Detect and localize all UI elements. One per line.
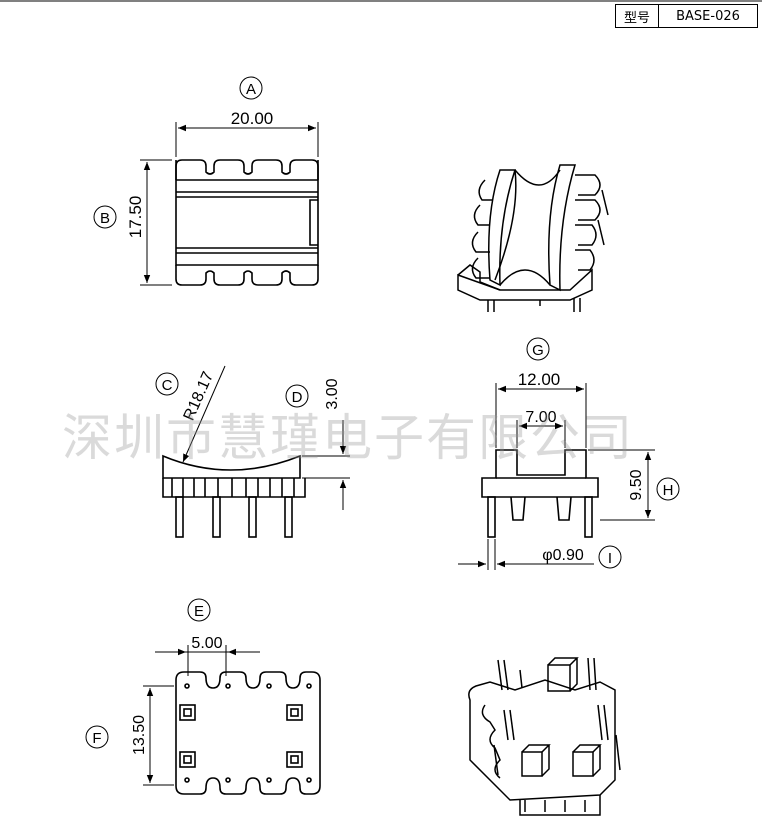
dim-g-ref: G (532, 342, 544, 359)
dim-b: B 17.50 (93, 159, 172, 286)
dim-g2-value: 7.00 (525, 409, 556, 426)
model-label: 型号 (616, 5, 659, 27)
front-view (162, 454, 306, 538)
dim-e: E 5.00 (155, 598, 260, 676)
dim-a-value: 20.00 (231, 109, 274, 128)
isometric-view-top (457, 164, 609, 312)
dim-f: F 13.50 (85, 685, 174, 786)
dim-h-ref: H (663, 482, 674, 499)
dim-g: G 12.00 (495, 337, 587, 448)
dim-h: H 9.50 (588, 449, 680, 521)
dim-b-ref: B (100, 210, 110, 227)
dim-f-ref: F (92, 730, 101, 747)
model-number: BASE-026 (676, 8, 740, 24)
bottom-view (175, 671, 321, 795)
dim-f-value: 13.50 (131, 715, 148, 755)
side-view (481, 449, 599, 538)
dim-g-value: 12.00 (518, 370, 561, 389)
watermark: 深圳市慧瑾电子有限公司 (62, 409, 634, 467)
title-block: 型号 BASE-026 (615, 4, 758, 28)
dim-b-value: 17.50 (126, 196, 145, 239)
dim-i-ref: I (608, 550, 612, 567)
isometric-view-bottom (468, 657, 621, 816)
dim-c-ref: C (162, 377, 173, 394)
dim-a-ref: A (246, 81, 256, 98)
top-view (175, 159, 319, 286)
dim-d-ref: D (292, 389, 303, 406)
dim-d-value: 3.00 (324, 378, 341, 409)
dim-e-ref: E (194, 603, 204, 620)
dim-g2: 7.00 (516, 409, 566, 448)
dim-e-value: 5.00 (191, 635, 222, 652)
dim-i-value: φ0.90 (542, 547, 584, 564)
dim-h-value: 9.50 (628, 469, 645, 500)
dim-i: I φ0.90 (458, 539, 622, 570)
dim-a: A 20.00 (175, 76, 319, 157)
dim-d: D 3.00 (285, 378, 350, 510)
